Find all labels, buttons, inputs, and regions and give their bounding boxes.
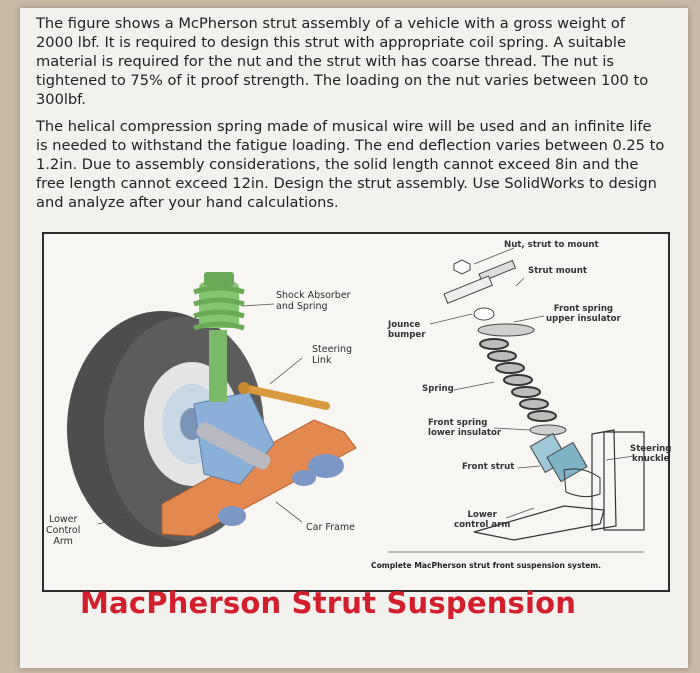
label-steering-link: Steering Link bbox=[312, 344, 353, 366]
steering-link-shape bbox=[240, 384, 330, 410]
label-lower-control-arm: Lower Control Arm bbox=[46, 514, 81, 547]
page-title: MacPherson Strut Suspension bbox=[80, 586, 577, 620]
figure-caption: Complete MacPherson strut front suspensi… bbox=[371, 561, 602, 570]
label-spring: Spring bbox=[422, 384, 454, 394]
label-strut-mount: Strut mount bbox=[528, 266, 587, 276]
shock-absorber-shape bbox=[209, 330, 227, 402]
label-nut-strut-to-mount: Nut, strut to mount bbox=[504, 240, 599, 250]
problem-paragraph-2: The helical compression spring made of m… bbox=[36, 118, 665, 211]
label-jounce-bumper: Jounce bumper bbox=[388, 320, 426, 340]
label-front-spring-upper-insulator: Front spring upper insulator bbox=[546, 304, 621, 324]
document-page: The figure shows a McPherson strut assem… bbox=[20, 8, 688, 668]
label-shock-absorber: Shock Absorber and Spring bbox=[276, 290, 351, 312]
label-lower-control-arm-right: Lower control arm bbox=[454, 510, 511, 530]
label-front-spring-lower-insulator: Front spring lower insulator bbox=[428, 418, 502, 438]
problem-paragraph-1: The figure shows a McPherson strut assem… bbox=[36, 15, 649, 108]
label-car-frame: Car Frame bbox=[306, 522, 355, 533]
steering-knuckle-shape bbox=[591, 429, 617, 531]
strut-figure: Shock Absorber and Spring Steering Link … bbox=[42, 232, 672, 592]
label-front-strut: Front strut bbox=[462, 462, 515, 472]
lower-control-arm-shape bbox=[161, 419, 357, 537]
strut-illustration bbox=[67, 247, 645, 553]
label-steering-knuckle: Steering knuckle bbox=[630, 444, 672, 464]
